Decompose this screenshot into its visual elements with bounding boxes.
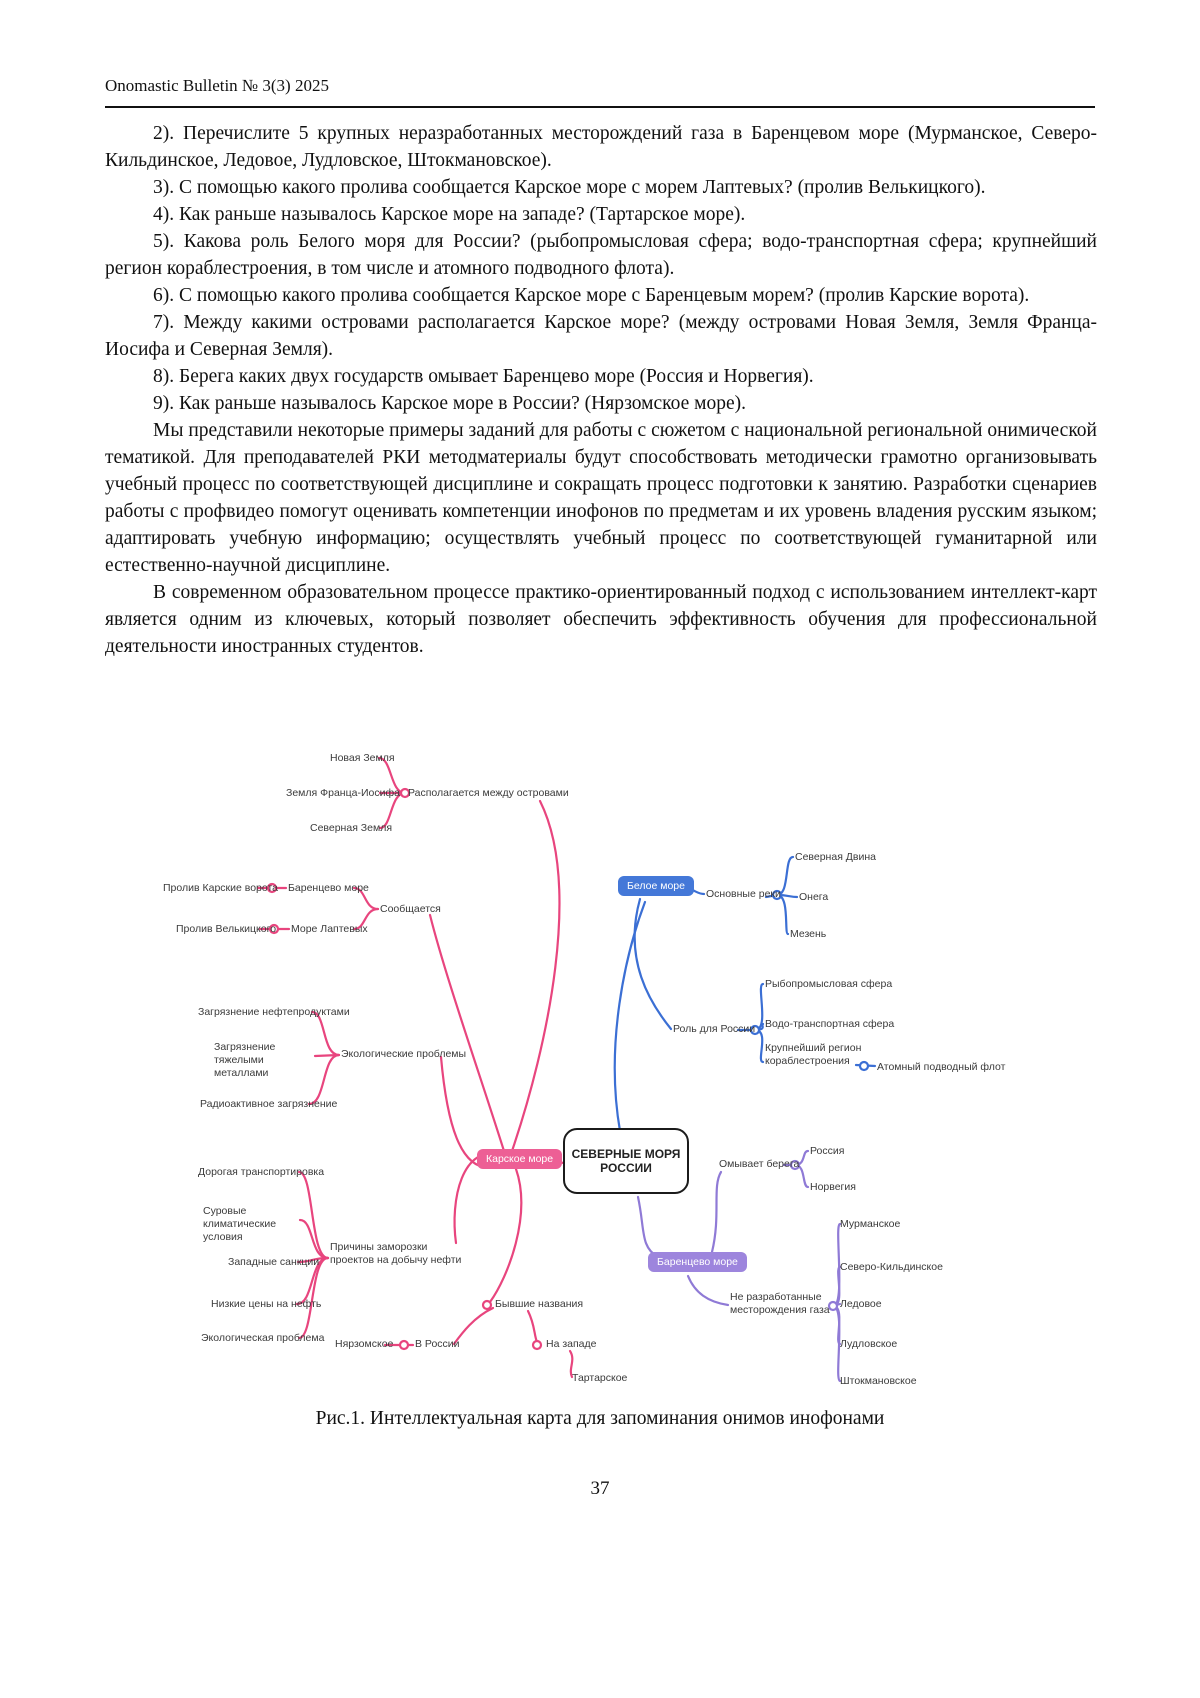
branch-shores: Омывает берега bbox=[719, 1158, 800, 1170]
river-item: Онега bbox=[799, 891, 829, 903]
role-item: Рыбопромысловая сфера bbox=[765, 978, 893, 990]
junction-dots bbox=[266, 787, 870, 1351]
gas-item: Мурманское bbox=[840, 1218, 901, 1230]
branch-freeze-reasons: Причины заморозки проектов на добычу неф… bbox=[330, 1241, 462, 1266]
role-item: Крупнейший регион кораблестроения bbox=[765, 1042, 862, 1067]
node-kara-sea: Карское море bbox=[477, 1149, 563, 1169]
connect-strait: Пролив Велькицкого bbox=[176, 923, 277, 935]
paragraph: 9). Как раньше называлось Карское море в… bbox=[153, 393, 747, 414]
connect-strait: Пролив Карские ворота bbox=[163, 882, 279, 894]
ecology-item: Загрязнение тяжелыми металлами bbox=[214, 1041, 276, 1079]
connect-sea: Баренцево море bbox=[288, 882, 369, 894]
figure-caption: Рис.1. Интеллектуальная карта для запоми… bbox=[315, 1408, 885, 1429]
paragraph: Мы представили некоторые примеры заданий… bbox=[105, 420, 1097, 576]
node-white-sea: Белое море bbox=[618, 876, 694, 896]
branch-rivers: Основные реки bbox=[706, 888, 781, 900]
branch-islands: Располагается между островами bbox=[408, 787, 569, 799]
connect-sea: Море Лаптевых bbox=[291, 923, 368, 935]
ecology-item: Загрязнение нефтепродуктами bbox=[198, 1006, 350, 1018]
island-item: Новая Земля bbox=[330, 752, 395, 764]
freeze-item: Суровые климатические условия bbox=[203, 1205, 277, 1243]
river-item: Северная Двина bbox=[795, 851, 876, 863]
former-russia: В России bbox=[415, 1338, 460, 1350]
journal-header: Onomastic Bulletin № 3(3) 2025 bbox=[105, 76, 1095, 108]
island-item: Земля Франца-Иосифа bbox=[286, 787, 400, 799]
former-west-name: Тартарское bbox=[572, 1372, 628, 1384]
freeze-item: Экологическая проблема bbox=[201, 1332, 325, 1344]
node-barents-sea: Баренцево море bbox=[648, 1252, 747, 1272]
paragraph: 5). Какова роль Белого моря для России? … bbox=[105, 231, 1097, 279]
freeze-item: Низкие цены на нефть bbox=[211, 1298, 322, 1310]
gas-item: Северо-Кильдинское bbox=[840, 1261, 943, 1273]
branch-role: Роль для России bbox=[673, 1023, 756, 1035]
ecology-item: Радиоактивное загрязнение bbox=[200, 1098, 338, 1110]
article-body: 2). Перечислите 5 крупных неразработанны… bbox=[105, 120, 1097, 660]
mind-map-figure: СЕВЕРНЫЕ МОРЯ РОССИИ Карское море Белое … bbox=[100, 745, 1100, 1400]
page-number: 37 bbox=[590, 1478, 610, 1499]
gas-item: Ледовое bbox=[840, 1298, 882, 1310]
gas-item: Лудловское bbox=[840, 1338, 898, 1350]
former-russia-name: Нярзомское bbox=[335, 1338, 394, 1350]
gas-item: Штокмановское bbox=[840, 1375, 917, 1387]
branch-ecology: Экологические проблемы bbox=[341, 1048, 467, 1060]
river-item: Мезень bbox=[790, 928, 827, 940]
former-west: На западе bbox=[546, 1338, 597, 1350]
paragraph: 4). Как раньше называлось Карское море н… bbox=[153, 204, 746, 225]
branch-connects: Сообщается bbox=[380, 903, 441, 915]
central-topic: СЕВЕРНЫЕ МОРЯ РОССИИ bbox=[563, 1128, 689, 1194]
branch-gas-fields: Не разработанные месторождения газа bbox=[730, 1291, 830, 1316]
paragraph: 8). Берега каких двух государств омывает… bbox=[153, 366, 814, 387]
shore-item: Норвегия bbox=[810, 1181, 856, 1193]
island-item: Северная Земля bbox=[310, 822, 393, 834]
paragraph: 3). С помощью какого пролива сообщается … bbox=[153, 177, 986, 198]
paragraph: В современном образовательном процессе п… bbox=[105, 582, 1097, 657]
paragraph: 6). С помощью какого пролива сообщается … bbox=[153, 285, 1030, 306]
freeze-item: Дорогая транспортировка bbox=[198, 1166, 325, 1178]
role-extra: Атомный подводный флот bbox=[877, 1061, 1006, 1073]
role-item: Водо-транспортная сфера bbox=[765, 1018, 895, 1030]
paragraph: 7). Между какими островами располагается… bbox=[105, 312, 1097, 360]
shore-item: Россия bbox=[810, 1145, 845, 1157]
branch-former-names: Бывшие названия bbox=[495, 1298, 584, 1310]
paragraph: 2). Перечислите 5 крупных неразработанны… bbox=[105, 123, 1097, 171]
freeze-item: Западные санкции bbox=[228, 1256, 320, 1268]
